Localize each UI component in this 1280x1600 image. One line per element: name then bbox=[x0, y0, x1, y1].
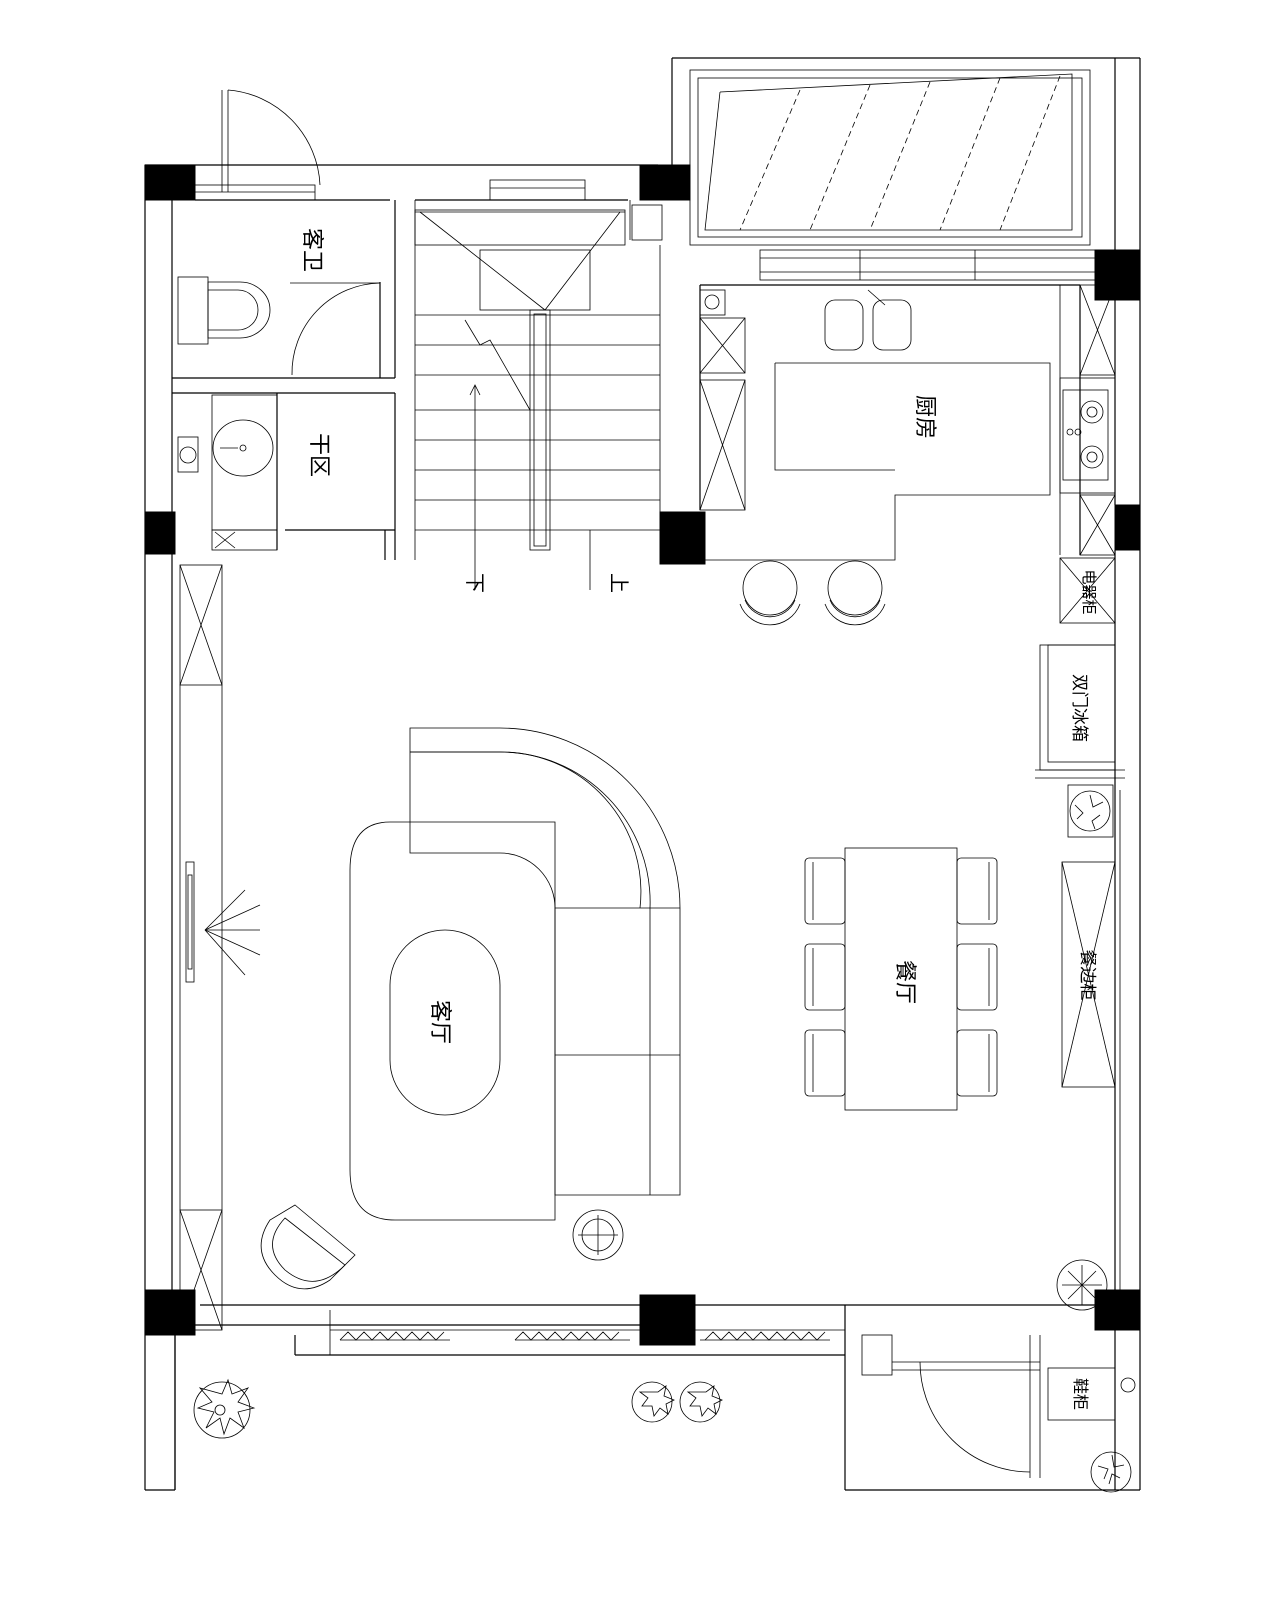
stair-label-up: 上 bbox=[607, 573, 631, 593]
room-label-dining-room: 餐厅 bbox=[892, 960, 917, 1004]
outdoor-plants bbox=[193, 1378, 723, 1439]
room-label-kitchen: 厨房 bbox=[912, 395, 937, 439]
dining-room bbox=[804, 784, 1121, 1311]
living-room bbox=[179, 564, 845, 1355]
exterior-walls bbox=[144, 57, 1141, 1491]
room-label-dry-area: 干区 bbox=[306, 433, 331, 477]
kitchen bbox=[699, 284, 1125, 779]
stair-label-down: 下 bbox=[463, 573, 487, 593]
label-fridge: 双门冰箱 bbox=[1069, 674, 1089, 742]
staircase bbox=[414, 179, 663, 590]
label-shoe-cabinet: 鞋柜 bbox=[1071, 1378, 1090, 1410]
entrance bbox=[861, 1334, 1136, 1493]
columns bbox=[144, 164, 1141, 1346]
guest-bathroom bbox=[172, 89, 396, 560]
room-label-guest-bath: 客卫 bbox=[299, 228, 324, 272]
room-label-living-room: 客厅 bbox=[427, 1000, 452, 1044]
balcony bbox=[689, 69, 1096, 281]
label-sideboard: 餐边柜 bbox=[1077, 950, 1097, 1001]
label-appliance-cabinet: 电器柜 bbox=[1080, 569, 1098, 614]
